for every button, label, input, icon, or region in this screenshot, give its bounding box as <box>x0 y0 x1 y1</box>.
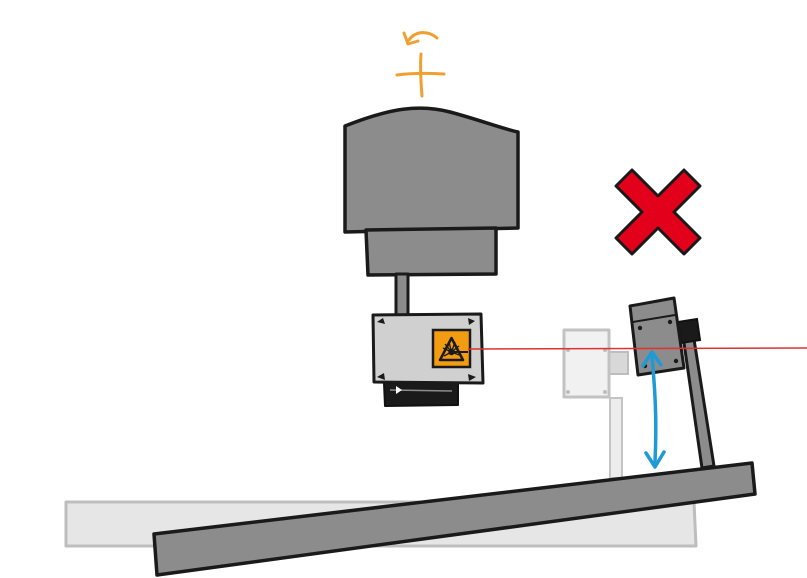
rotation-arrow-icon <box>402 31 439 46</box>
ghost-sensor <box>562 328 629 479</box>
laser-beam <box>467 347 807 350</box>
tilted-base-plate <box>152 461 757 577</box>
tilted-sensor <box>628 296 702 377</box>
red-x-icon <box>614 168 702 256</box>
laser-warning-icon <box>431 328 472 369</box>
crosshair-icon <box>395 52 446 98</box>
tilted-sensor-mast <box>681 331 716 470</box>
double-arrow-icon <box>641 350 666 469</box>
machine-head <box>343 106 520 318</box>
